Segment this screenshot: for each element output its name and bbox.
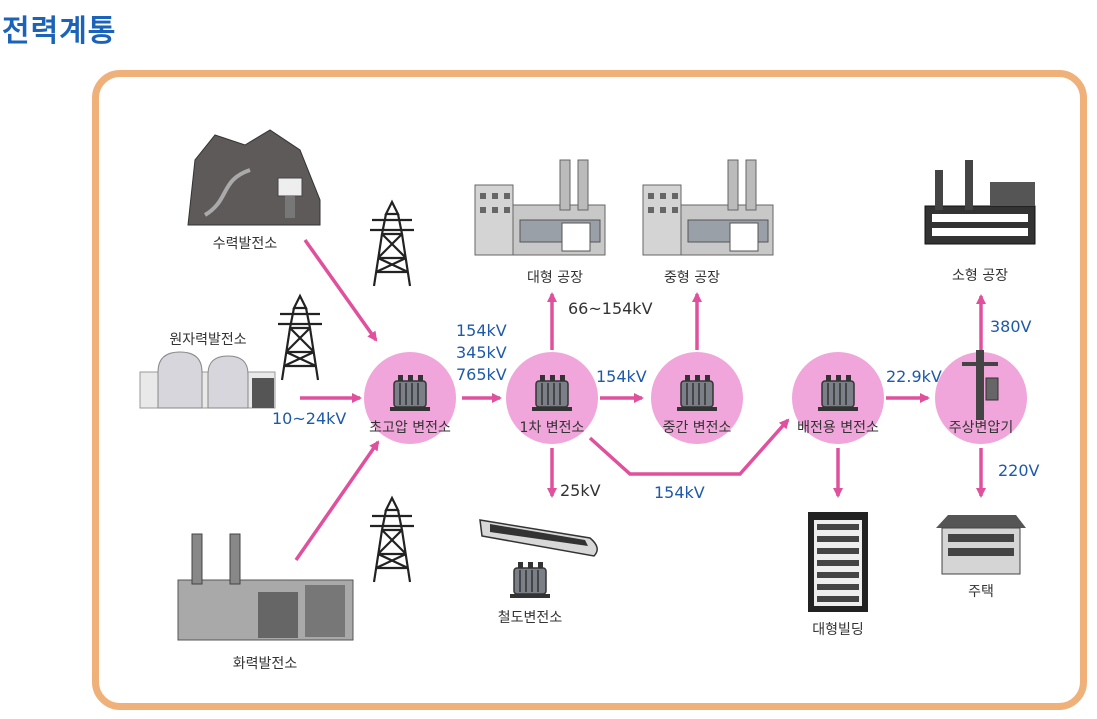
page-title: 전력계통 — [2, 14, 117, 49]
house-label: 주택 — [968, 584, 994, 600]
factory-icon — [642, 159, 774, 256]
large-factory-label: 대형 공장 — [527, 270, 583, 286]
building-icon — [808, 512, 868, 612]
house-icon — [936, 515, 1026, 575]
railway-substation-icon — [509, 561, 551, 599]
pole-transformer-label: 주상변압기 — [949, 420, 1013, 436]
medium-factory-label: 중형 공장 — [664, 270, 720, 286]
pole-transformer-icon — [962, 350, 999, 420]
pole-transformer-node — [935, 350, 1027, 444]
voltage-transmission-3: 765kV — [456, 365, 507, 384]
intermediate-substation-node — [651, 352, 743, 444]
transmission-tower-icon — [368, 496, 416, 584]
voltage-small-factory: 380V — [990, 317, 1032, 336]
voltage-transmission-1: 154kV — [456, 321, 507, 340]
flow-arrows — [294, 238, 986, 561]
voltage-railway: 25kV — [560, 481, 601, 500]
arrow-thermal-to-ultra — [294, 440, 380, 561]
large-building-label: 대형빌딩 — [812, 622, 864, 638]
hydro-plant-label: 수력발전소 — [213, 236, 278, 252]
thermal-plant-icon — [177, 533, 354, 641]
voltage-primary-to-distribution: 154kV — [654, 483, 705, 502]
voltage-house: 220V — [998, 461, 1040, 480]
railway-substation-label: 철도변전소 — [498, 610, 563, 626]
ultra-high-substation-node — [364, 352, 456, 444]
transformer-icon — [509, 561, 551, 599]
ultra-high-substation-label: 초고압 변전소 — [369, 420, 451, 436]
primary-substation-node — [506, 352, 598, 444]
voltage-generation: 10~24kV — [272, 409, 346, 428]
hydro-plant-icon — [187, 129, 321, 226]
voltage-transmission-2: 345kV — [456, 343, 507, 362]
primary-substation-label: 1차 변전소 — [520, 420, 585, 436]
transformer-icon — [676, 374, 718, 412]
transmission-tower-icon — [368, 200, 416, 288]
transformer-icon — [531, 374, 573, 412]
transformer-icon — [817, 374, 859, 412]
voltage-distribution: 22.9kV — [886, 367, 942, 386]
transmission-tower-icon — [276, 294, 324, 382]
factory-icon — [924, 160, 1036, 245]
train-icon — [479, 519, 598, 557]
intermediate-substation-label: 중간 변전소 — [663, 420, 732, 436]
transformer-icon — [389, 374, 431, 412]
arrow-primary-to-distribution — [588, 418, 790, 476]
nuclear-plant-label: 원자력발전소 — [169, 332, 246, 348]
voltage-large-factory: 66~154kV — [568, 299, 653, 318]
nuclear-plant-icon — [139, 351, 276, 409]
factory-icon — [474, 159, 606, 256]
distribution-substation-node — [792, 352, 884, 444]
thermal-plant-label: 화력발전소 — [233, 656, 298, 672]
voltage-primary-to-intermediate: 154kV — [596, 367, 647, 386]
arrow-hydro-to-ultra — [303, 238, 378, 342]
distribution-substation-label: 배전용 변전소 — [797, 420, 879, 436]
small-factory-label: 소형 공장 — [952, 268, 1008, 284]
